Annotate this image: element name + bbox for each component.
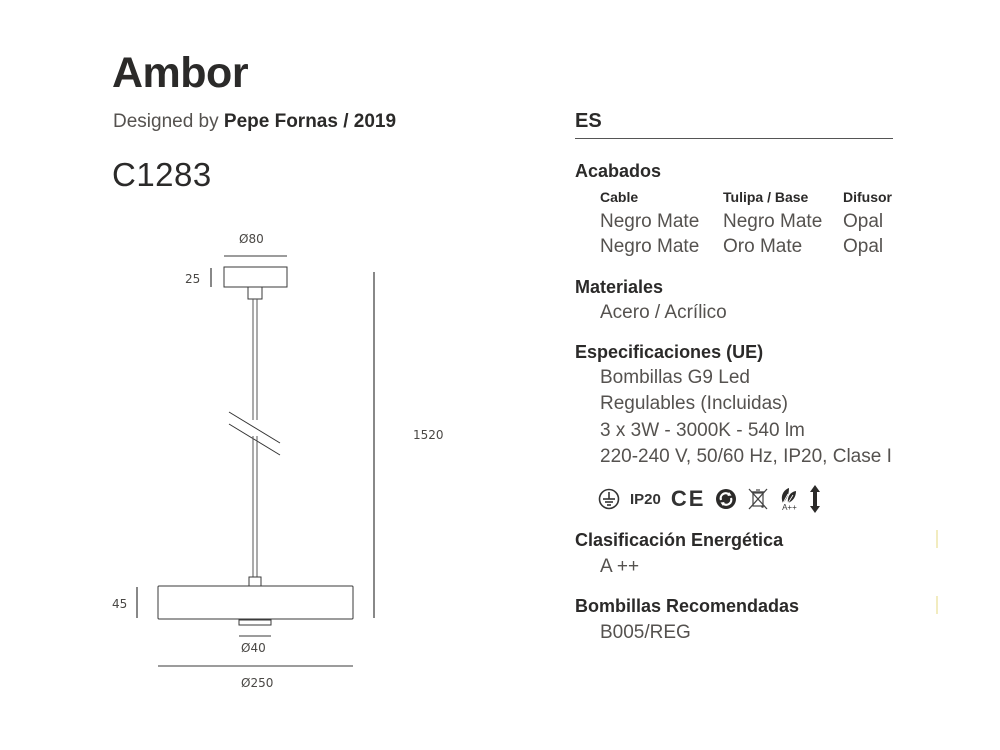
spec-line-1: Bombillas G9 Led	[600, 367, 750, 388]
specifications-title: Especificaciones (UE)	[575, 342, 764, 362]
canopy-height-label: 25	[185, 272, 201, 286]
ip-rating-badge: IP20	[630, 490, 661, 508]
crossed-bin-icon	[747, 487, 769, 511]
language-label: ES	[575, 110, 602, 132]
technical-drawing	[136, 255, 375, 667]
finish-row2-cable: Negro Mate	[600, 236, 700, 257]
materials-value: Acero / Acrílico	[600, 302, 727, 323]
earth-ground-icon	[598, 488, 620, 510]
product-code: C1283	[112, 156, 212, 193]
finishes-col-cable: Cable	[600, 189, 639, 205]
recycle-icon	[715, 488, 737, 510]
finish-row2-tulipa-base: Oro Mate	[723, 236, 803, 257]
faint-mark	[936, 530, 938, 548]
shade-diameter-label: Ø250	[241, 676, 274, 690]
energy-class-title: Clasificación Energética	[575, 530, 784, 550]
canopy-diameter-label: Ø80	[239, 232, 264, 246]
spec-line-3: 3 x 3W - 3000K - 540 lm	[600, 420, 805, 441]
spec-line-2: Regulables (Incluidas)	[600, 393, 788, 414]
height-adjust-icon	[809, 485, 821, 513]
finish-row1-difusor: Opal	[843, 211, 884, 232]
energy-label-icon: A++	[779, 486, 799, 512]
finishes-col-tulipa-base: Tulipa / Base	[723, 189, 809, 205]
total-height-label: 1520	[413, 428, 444, 442]
product-name: Ambor	[112, 49, 249, 97]
energy-class-value: A ++	[600, 556, 640, 577]
designer-line: Designed by Pepe Fornas / 2019	[113, 111, 396, 133]
finish-row1-tulipa-base: Negro Mate	[723, 211, 823, 232]
finishes-col-difusor: Difusor	[843, 189, 892, 205]
materials-title: Materiales	[575, 277, 664, 297]
finish-row2-difusor: Opal	[843, 236, 884, 257]
certification-icons: IP20 CE A++	[598, 484, 821, 514]
ce-mark-icon: CE	[670, 486, 706, 511]
finish-row1-cable: Negro Mate	[600, 211, 700, 232]
recommended-bulbs-title: Bombillas Recomendadas	[575, 596, 800, 616]
faint-mark	[936, 596, 938, 614]
finishes-title: Acabados	[575, 161, 662, 181]
diffuser-diameter-label: Ø40	[241, 641, 266, 655]
energy-label-text: A++	[782, 503, 797, 512]
language-divider	[575, 138, 893, 139]
designed-by-prefix: Designed by	[113, 111, 224, 132]
shade-height-label: 45	[112, 597, 128, 611]
spec-line-4: 220-240 V, 50/60 Hz, IP20, Clase I	[600, 446, 892, 467]
recommended-bulbs-value: B005/REG	[600, 622, 691, 643]
designer-and-year: Pepe Fornas / 2019	[223, 111, 397, 132]
